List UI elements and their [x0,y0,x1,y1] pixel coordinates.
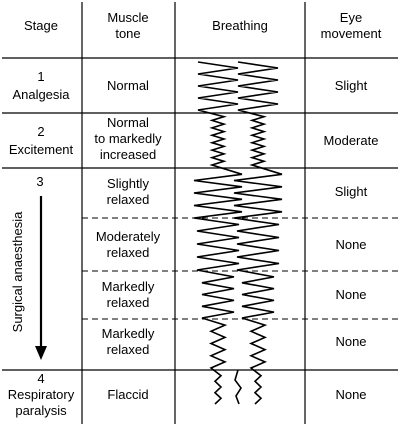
breathing-trace-abdominal [233,61,283,405]
muscle-tone-column: Normal Normal to markedly increased Slig… [94,78,162,402]
stage-1-number: 1 [37,69,44,84]
muscle-tone-3c-line-2: relaxed [107,295,150,310]
substage-dividers [82,217,398,320]
header-stage: Stage [24,18,58,33]
header-muscle-tone-line-2: tone [115,26,140,41]
muscle-tone-3d-line-1: Markedly [102,326,155,341]
muscle-tone-4: Flaccid [107,387,148,402]
eye-movement-3d: None [335,334,366,349]
stage-4-name-line-2: paralysis [15,403,67,418]
header-eye-movement-line-1: Eye [340,10,362,25]
muscle-tone-3a-line-1: Slightly [107,176,149,191]
muscle-tone-2-line-3: increased [100,147,156,162]
muscle-tone-3c-line-1: Markedly [102,279,155,294]
eye-movement-4: None [335,387,366,402]
eye-movement-3b: None [335,237,366,252]
eye-movement-column: Slight Moderate Slight None None None No… [324,78,379,402]
stage-1-name: Analgesia [12,87,70,102]
table-header: Stage Muscle tone Breathing Eye movement [24,10,382,41]
stage-2-number: 2 [37,124,44,139]
eye-movement-2: Moderate [324,133,379,148]
stage-2-name: Excitement [9,142,74,157]
muscle-tone-3a-line-2: relaxed [107,192,150,207]
breathing-trace-thoracic [193,61,243,405]
stage-3-number: 3 [36,174,43,189]
stage-4-number: 4 [37,371,44,386]
stage-4-name-line-1: Respiratory [8,387,75,402]
stage-3-vertical-label: Surgical anaesthesia [10,211,25,332]
muscle-tone-2-line-1: Normal [107,115,149,130]
arrow-head [35,346,47,360]
header-muscle-tone-line-1: Muscle [107,10,148,25]
stage-3-progress-arrow [35,196,47,360]
breathing-traces [193,61,283,405]
muscle-tone-2-line-2: to markedly [94,131,162,146]
muscle-tone-3b-line-2: relaxed [107,245,150,260]
muscle-tone-3b-line-1: Moderately [96,229,161,244]
header-eye-movement-line-2: movement [321,26,382,41]
eye-movement-1: Slight [335,78,368,93]
muscle-tone-1: Normal [107,78,149,93]
breathing-trace-paralysis-taper [234,369,242,405]
muscle-tone-3d-line-2: relaxed [107,342,150,357]
eye-movement-3c: None [335,287,366,302]
header-breathing: Breathing [212,18,268,33]
eye-movement-3a: Slight [335,184,368,199]
stage-column: 1 Analgesia 2 Excitement 3 Surgical anae… [8,69,75,418]
